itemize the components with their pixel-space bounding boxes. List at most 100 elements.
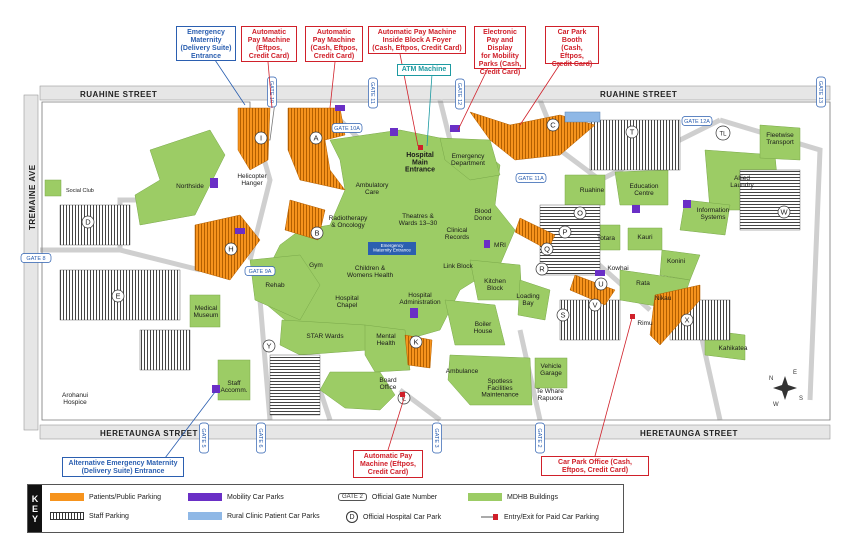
car-park-c: C: [546, 118, 560, 132]
svg-text:T: T: [630, 128, 635, 137]
key-mdhb: MDHB Buildings: [468, 493, 558, 501]
svg-text:E: E: [115, 292, 120, 301]
car-park-e: E: [111, 289, 125, 303]
svg-text:H: H: [228, 245, 233, 254]
gate-11a: GATE 11A: [515, 173, 547, 183]
svg-text:GATE 10A: GATE 10A: [334, 126, 360, 132]
car-park-v: V: [588, 298, 602, 312]
label-totara: Totara: [597, 235, 615, 242]
svg-text:GATE 12A: GATE 12A: [684, 119, 710, 125]
building-loading: [517, 279, 551, 321]
label-ruahine: Ruahine: [580, 187, 605, 194]
compass-rose: N E W S: [769, 370, 803, 408]
callout-pay-machine-1: Automatic Pay Machine (Eftpos, Credit Ca…: [241, 26, 297, 62]
swatch-green: [468, 493, 502, 501]
gate-10: GATE 10: [267, 76, 277, 108]
parking-c: [469, 111, 596, 161]
building-ruahine: [564, 174, 606, 206]
label-konini: Konini: [667, 258, 685, 265]
compass-w: W: [773, 402, 779, 408]
gate-3: GATE 3: [432, 422, 442, 454]
label-kauri: Kauri: [637, 234, 652, 241]
svg-text:GATE 11A: GATE 11A: [518, 176, 544, 182]
car-park-q: Q: [540, 242, 554, 256]
car-park-d: D: [81, 215, 95, 229]
label-ambulance: Ambulance: [446, 368, 479, 375]
car-park-y: Y: [262, 339, 276, 353]
car-park-circle-icon: D: [346, 511, 358, 523]
car-park-h: H: [224, 242, 238, 256]
compass-e: E: [793, 370, 797, 376]
car-park-tl: TL: [715, 125, 731, 141]
label-mri: MRI: [494, 242, 506, 249]
ruahine-street-label-left: RUAHINE STREET: [80, 90, 157, 99]
swatch-staff: [50, 512, 84, 520]
key-rural-label: Rural Clinic Patient Car Parks: [227, 512, 320, 520]
svg-text:GATE 13: GATE 13: [817, 81, 823, 103]
car-park-p: P: [558, 225, 572, 239]
car-park-k: K: [409, 335, 423, 349]
svg-text:GATE 2: GATE 2: [536, 428, 542, 447]
label-children: Children &Womens Health: [347, 265, 394, 279]
key-mdhb-label: MDHB Buildings: [507, 493, 558, 501]
label-link-block: Link Block: [443, 263, 473, 270]
gate-12a: GATE 12A: [681, 116, 713, 126]
svg-text:GATE 3: GATE 3: [433, 428, 439, 447]
key-staff-parking-label: Staff Parking: [89, 512, 129, 520]
svg-text:U: U: [598, 280, 603, 289]
svg-text:R: R: [539, 265, 545, 274]
heretaunga-street-label-right: HERETAUNGA STREET: [640, 429, 738, 438]
svg-text:TL: TL: [719, 132, 727, 138]
staff-parking-arohanui: [139, 329, 191, 371]
building-star-wards: [279, 319, 369, 356]
tremaine-ave-label: TREMAINE AVE: [28, 164, 37, 230]
key-mobility-label: Mobility Car Parks: [227, 493, 284, 501]
building-staff-accomm: [217, 359, 251, 401]
swatch-orange: [50, 493, 84, 501]
label-star-wards: STAR Wards: [306, 333, 344, 340]
swatch-lightblue: [188, 512, 222, 520]
svg-text:X: X: [684, 316, 689, 325]
label-radiotherapy: Radiotherapy& Oncology: [329, 215, 368, 229]
label-rehab: Rehab: [265, 282, 285, 289]
callout-car-park-booth: Car Park Booth (Cash, Eftpos, Credit Car…: [545, 26, 599, 68]
parking-a: [287, 107, 346, 191]
svg-text:GATE 12: GATE 12: [456, 83, 462, 105]
key-official-car-park-label: Official Hospital Car Park: [363, 513, 442, 521]
svg-text:Q: Q: [544, 245, 550, 254]
pay-points: [400, 145, 635, 397]
key-patients-parking-label: Patients/Public Parking: [89, 493, 161, 501]
compass-star-icon: [773, 376, 797, 400]
heretaunga-street-label-left: HERETAUNGA STREET: [100, 429, 198, 438]
key-official-car-park: D Official Hospital Car Park: [346, 511, 441, 523]
gate-sample-icon: GATE 2: [338, 493, 367, 501]
building-info-systems: [679, 199, 731, 236]
key-mobility: Mobility Car Parks: [188, 493, 284, 501]
key-gate-number-label: Official Gate Number: [371, 493, 438, 501]
label-kowhai: Kowhai: [607, 265, 628, 272]
car-park-a: A: [309, 131, 323, 145]
key-patients-parking: Patients/Public Parking: [50, 493, 161, 501]
svg-text:O: O: [577, 209, 583, 218]
gate-6: GATE 6: [256, 422, 266, 454]
building-fleetwise: [759, 124, 801, 161]
staff-parking-d: [59, 204, 131, 246]
gate-9a: GATE 9A: [244, 266, 276, 276]
